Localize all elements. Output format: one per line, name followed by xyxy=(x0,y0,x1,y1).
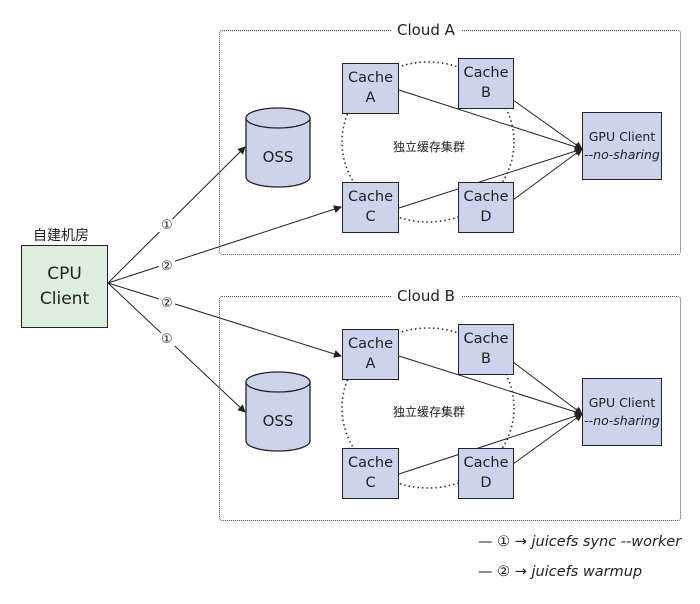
cloud-a-title: Cloud A xyxy=(391,21,461,39)
step-mark-warmup-a: ② xyxy=(159,259,175,274)
gpu-client-node-cloud-a: GPU Client --no-sharing xyxy=(582,112,662,180)
step-mark-sync-b: ① xyxy=(159,332,175,347)
cache-id: C xyxy=(365,474,376,491)
arrow-cache-d-to-gpu-b xyxy=(512,413,583,465)
cache-c-node-cloud-a: Cache C xyxy=(342,182,399,233)
cache-label: Cache xyxy=(463,330,509,347)
self-dc-label: 自建机房 xyxy=(33,228,89,244)
legend-prefix: — ① → xyxy=(478,534,527,550)
gpu-client-node-cloud-b: GPU Client --no-sharing xyxy=(582,378,662,446)
gpu-client-title: GPU Client xyxy=(588,128,656,144)
legend-command: juicefs warmup xyxy=(531,564,643,580)
arrow-cache-c-to-gpu-a xyxy=(398,147,583,209)
oss-label-a: OSS xyxy=(262,148,294,166)
arrow-cpu-to-cache-c-a xyxy=(107,205,342,284)
legend-item-sync: — ① → juicefs sync --worker xyxy=(478,534,681,550)
cpu-client-line1: CPU xyxy=(47,263,82,284)
arrow-cpu-to-oss-b xyxy=(107,282,246,413)
cache-d-node-cloud-b: Cache D xyxy=(458,448,514,499)
step-mark-sync-a: ① xyxy=(159,218,175,233)
cache-label: Cache xyxy=(347,454,394,471)
oss-cylinder-a xyxy=(245,107,311,188)
cache-label: Cache xyxy=(463,188,509,205)
arrow-cpu-to-oss-a xyxy=(107,146,246,284)
cache-id: A xyxy=(365,355,376,372)
legend-item-warmup: — ② → juicefs warmup xyxy=(478,564,642,580)
cluster-ring-b xyxy=(341,327,515,489)
cache-id: D xyxy=(480,208,492,225)
cache-label: Cache xyxy=(347,69,394,86)
arrow-cache-d-to-gpu-a xyxy=(512,148,583,201)
cache-b-node-cloud-b: Cache B xyxy=(458,324,514,375)
cluster-label-a: 独立缓存集群 xyxy=(393,140,466,154)
arrow-cache-c-to-gpu-b xyxy=(398,412,583,475)
cache-d-node-cloud-a: Cache D xyxy=(458,182,514,233)
cache-label: Cache xyxy=(463,64,509,81)
cache-label: Cache xyxy=(463,454,509,471)
cache-id: D xyxy=(480,474,492,491)
oss-cylinder-b xyxy=(245,371,311,452)
step-mark-warmup-b: ② xyxy=(159,296,175,311)
cloud-b-title: Cloud B xyxy=(391,287,461,305)
cluster-ring-a xyxy=(341,61,515,223)
arrow-cache-a-to-gpu-a xyxy=(398,89,583,151)
cpu-client-node: CPU Client xyxy=(21,245,108,328)
cache-label: Cache xyxy=(347,188,394,205)
arrow-cache-b-to-gpu-a xyxy=(512,99,583,150)
cache-label: Cache xyxy=(347,335,394,352)
cache-a-node-cloud-b: Cache A xyxy=(342,329,399,380)
cache-b-node-cloud-a: Cache B xyxy=(458,58,514,109)
cache-a-node-cloud-a: Cache A xyxy=(342,63,399,114)
legend-command: juicefs sync --worker xyxy=(531,534,682,550)
cache-id: C xyxy=(365,208,376,225)
cpu-client-line2: Client xyxy=(39,288,90,309)
gpu-client-flag: --no-sharing xyxy=(584,413,660,428)
gpu-client-title: GPU Client xyxy=(588,394,656,410)
cache-id: B xyxy=(481,84,491,101)
cache-id: B xyxy=(481,350,491,367)
cache-c-node-cloud-b: Cache C xyxy=(342,448,399,499)
arrow-cache-b-to-gpu-b xyxy=(512,361,583,415)
cluster-label-b: 独立缓存集群 xyxy=(393,405,466,419)
oss-label-b: OSS xyxy=(262,412,294,430)
cache-id: A xyxy=(365,89,376,106)
arrow-cpu-to-cache-a-b xyxy=(107,282,342,358)
legend-prefix: — ② → xyxy=(478,564,527,580)
arrow-cache-a-to-gpu-b xyxy=(398,355,583,416)
gpu-client-flag: --no-sharing xyxy=(584,147,660,162)
